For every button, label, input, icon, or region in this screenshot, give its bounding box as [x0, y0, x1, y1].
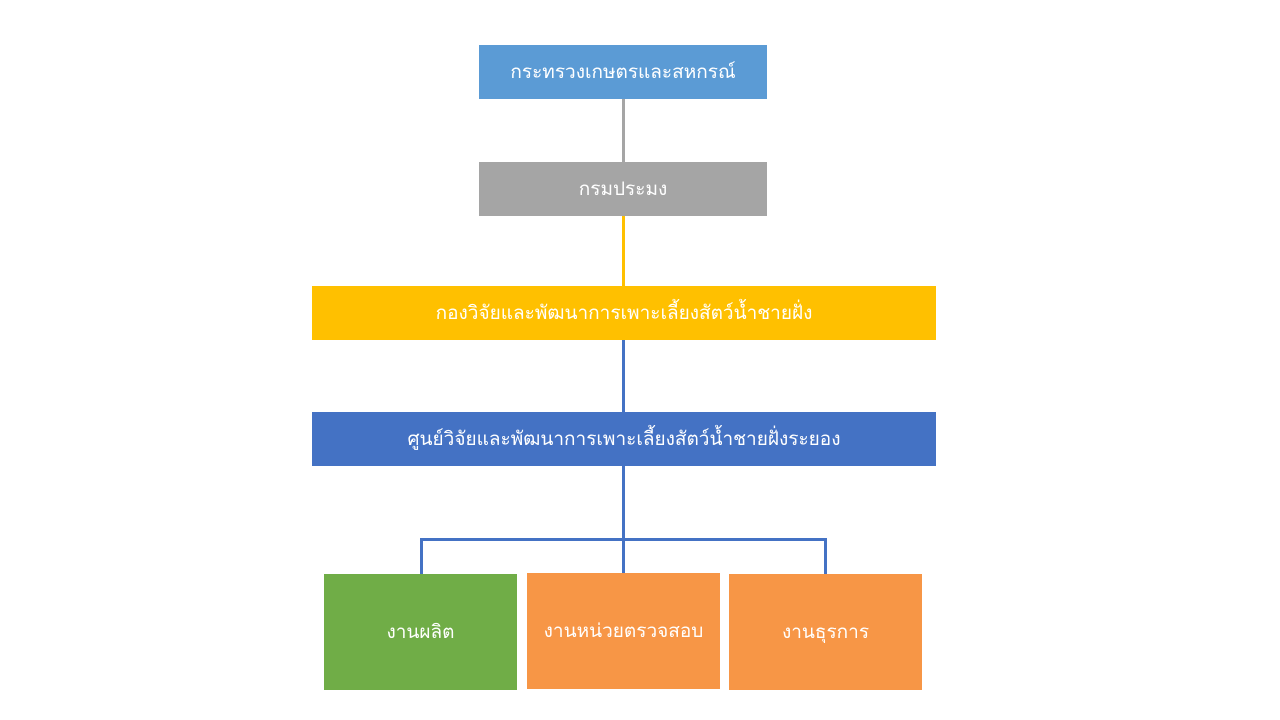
node-ministry: กระทรวงเกษตรและสหกรณ์ — [479, 45, 767, 99]
node-division: กองวิจัยและพัฒนาการเพาะเลี้ยงสัตว์น้ำชาย… — [312, 286, 936, 340]
node-center: ศูนย์วิจัยและพัฒนาการเพาะเลี้ยงสัตว์น้ำช… — [312, 412, 936, 466]
node-unit-inspection: งานหน่วยตรวจสอบ — [527, 573, 720, 689]
node-unit-admin: งานธุรการ — [729, 574, 922, 690]
connector-ministry-department — [622, 98, 625, 162]
connector-unit-production — [420, 538, 423, 574]
node-department: กรมประมง — [479, 162, 767, 216]
connector-center-trunk — [622, 466, 625, 573]
connector-unit-admin — [824, 538, 827, 574]
connector-department-division — [622, 216, 625, 286]
node-unit-production: งานผลิต — [324, 574, 517, 690]
connector-units-horizontal — [420, 538, 827, 541]
connector-division-center — [622, 340, 625, 412]
